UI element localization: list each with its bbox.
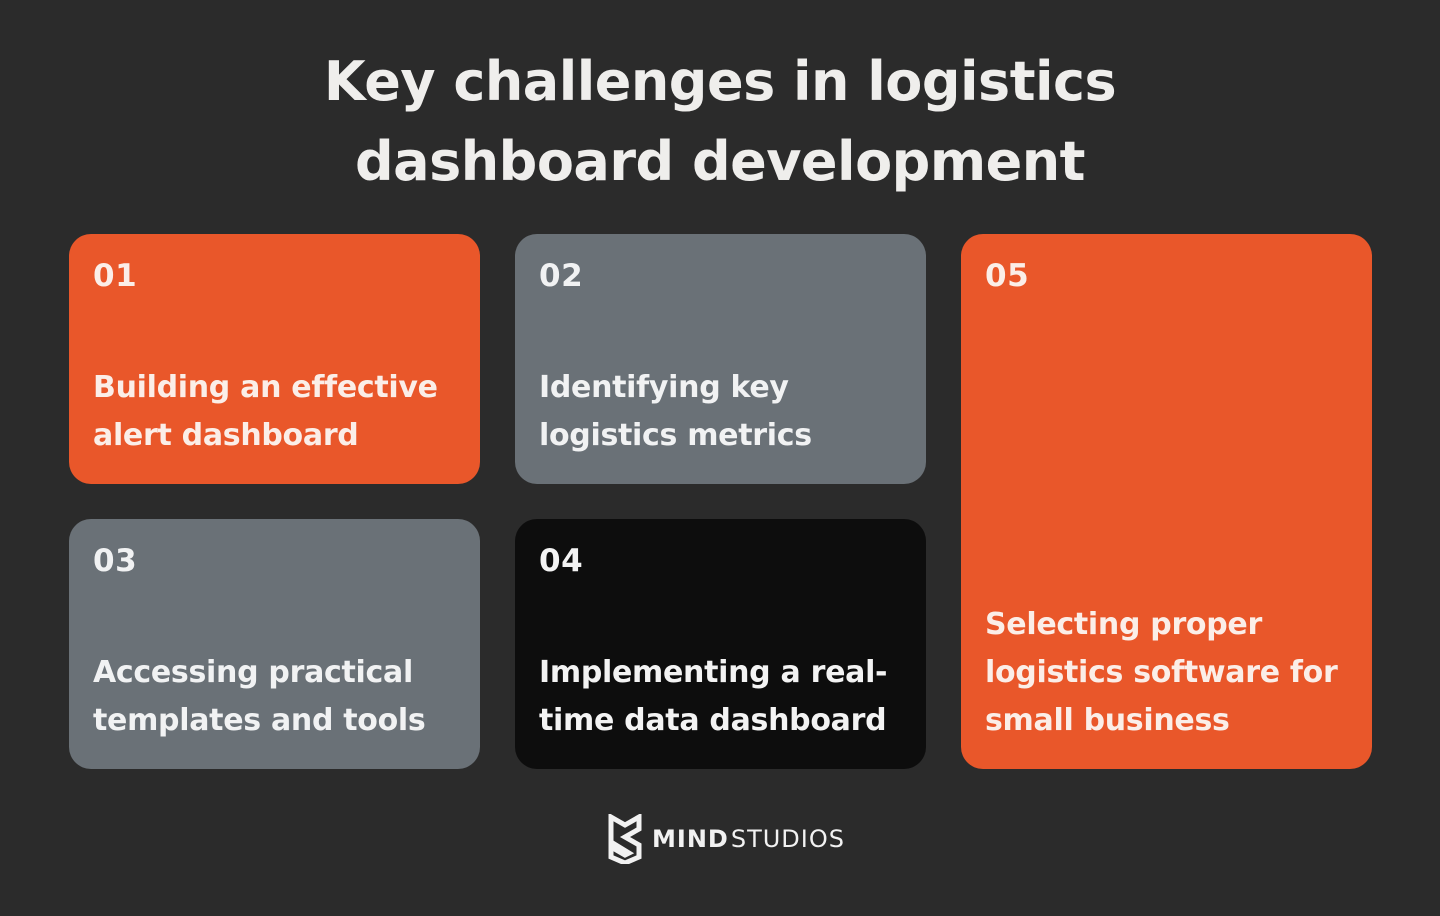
title-line-1: Key challenges in logistics: [323, 50, 1117, 113]
challenge-card-04: 04 Implementing a real-time data dashboa…: [515, 519, 926, 769]
challenge-card-01: 01 Building an effective alert dashboard: [69, 234, 480, 484]
card-label: Implementing a real-time data dashboard: [539, 655, 888, 738]
card-number: 01: [93, 258, 138, 294]
brand-name-bold: MIND: [652, 825, 729, 853]
card-number: 05: [985, 258, 1030, 294]
brand-name: MINDSTUDIOS: [652, 825, 845, 853]
card-label: Building an effective alert dashboard: [93, 370, 438, 453]
challenge-card-03: 03 Accessing practical templates and too…: [69, 519, 480, 769]
mindstudios-logo-icon: [608, 814, 642, 864]
brand-logo: MINDSTUDIOS: [608, 814, 845, 864]
card-label: Selecting proper logistics software for …: [985, 607, 1338, 738]
card-label: Accessing practical templates and tools: [93, 655, 426, 738]
card-number: 02: [539, 258, 584, 294]
challenge-card-02: 02 Identifying key logistics metrics: [515, 234, 926, 484]
card-number: 03: [93, 543, 138, 579]
brand-name-regular: STUDIOS: [730, 825, 845, 853]
card-number: 04: [539, 543, 584, 579]
challenge-card-05: 05 Selecting proper logistics software f…: [961, 234, 1372, 769]
title-line-2: dashboard development: [355, 130, 1085, 193]
card-label: Identifying key logistics metrics: [539, 370, 812, 453]
page-title: Key challenges in logistics dashboard de…: [0, 42, 1440, 202]
